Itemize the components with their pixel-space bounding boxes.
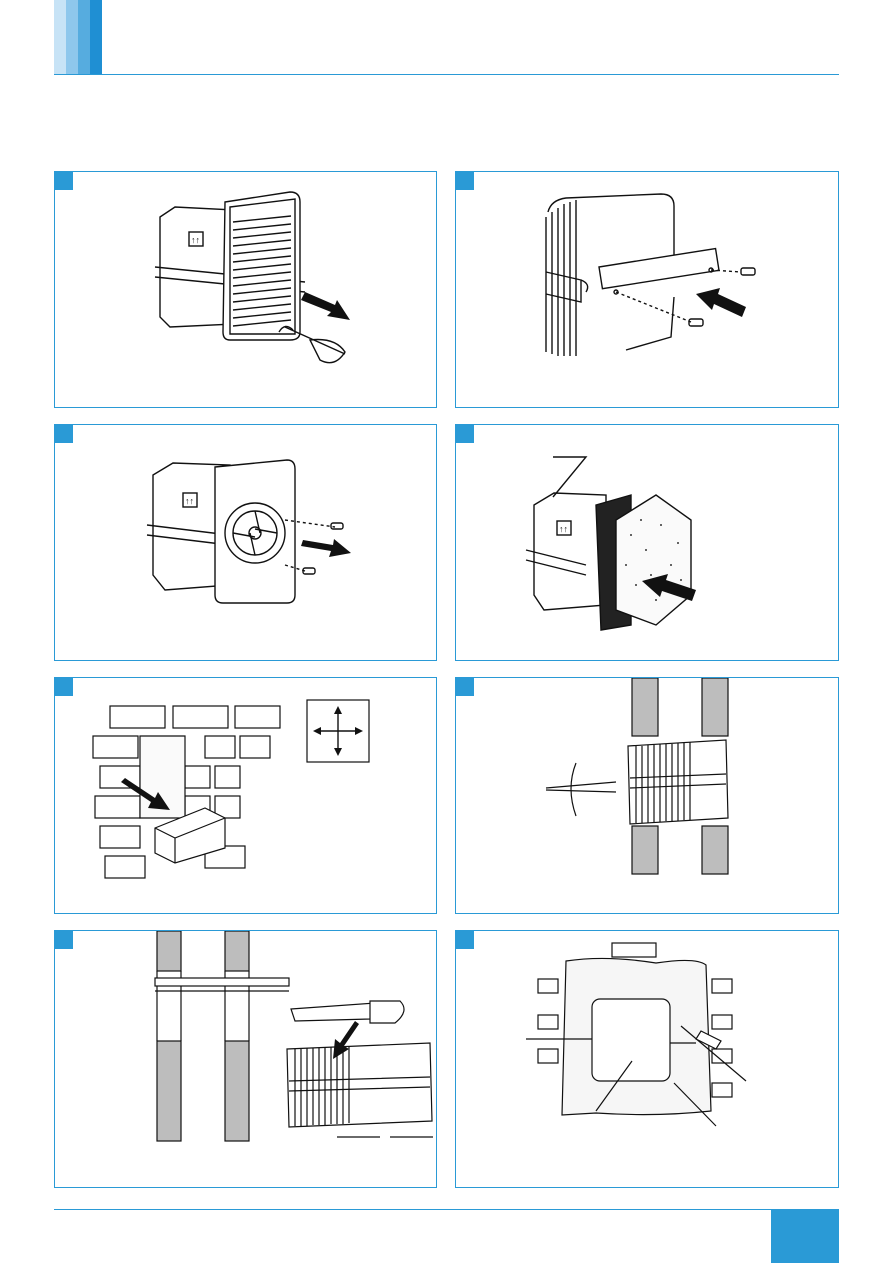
- four-way-arrow-icon: [307, 700, 369, 762]
- wall-opening-illustration: [55, 678, 438, 915]
- panel-6: [455, 677, 839, 914]
- panel-8: [455, 930, 839, 1188]
- panel-3: ↑↑: [54, 424, 437, 661]
- svg-text:↑↑: ↑↑: [559, 524, 568, 534]
- page-number-box: [771, 1210, 839, 1263]
- panel-2: [455, 171, 839, 408]
- fan-grille-removal-illustration: ↑↑: [55, 172, 438, 409]
- mounting-bracket-illustration: [456, 172, 840, 409]
- duct-cut-illustration: [55, 931, 438, 1189]
- arrow-icon: [301, 539, 351, 557]
- header-rule: [54, 74, 839, 75]
- arrow-icon: [301, 292, 350, 320]
- arrow-icon: [696, 288, 746, 317]
- panel-4: ↑↑: [455, 424, 839, 661]
- duct-angle-illustration: [456, 678, 840, 915]
- header-stripe-2: [66, 0, 78, 75]
- panel-7: [54, 930, 437, 1188]
- panel-5: [54, 677, 437, 914]
- fan-front-cover-illustration: ↑↑: [55, 425, 438, 662]
- header-stripe-4: [90, 0, 102, 75]
- plastering-illustration: [456, 931, 840, 1189]
- foam-pad-illustration: ↑↑: [456, 425, 840, 662]
- svg-text:↑↑: ↑↑: [185, 496, 194, 506]
- footer-rule: [54, 1209, 839, 1210]
- header-stripe-1: [54, 0, 66, 75]
- svg-text:↑↑: ↑↑: [191, 235, 200, 245]
- panel-1: ↑↑: [54, 171, 437, 408]
- header-stripe-3: [78, 0, 90, 75]
